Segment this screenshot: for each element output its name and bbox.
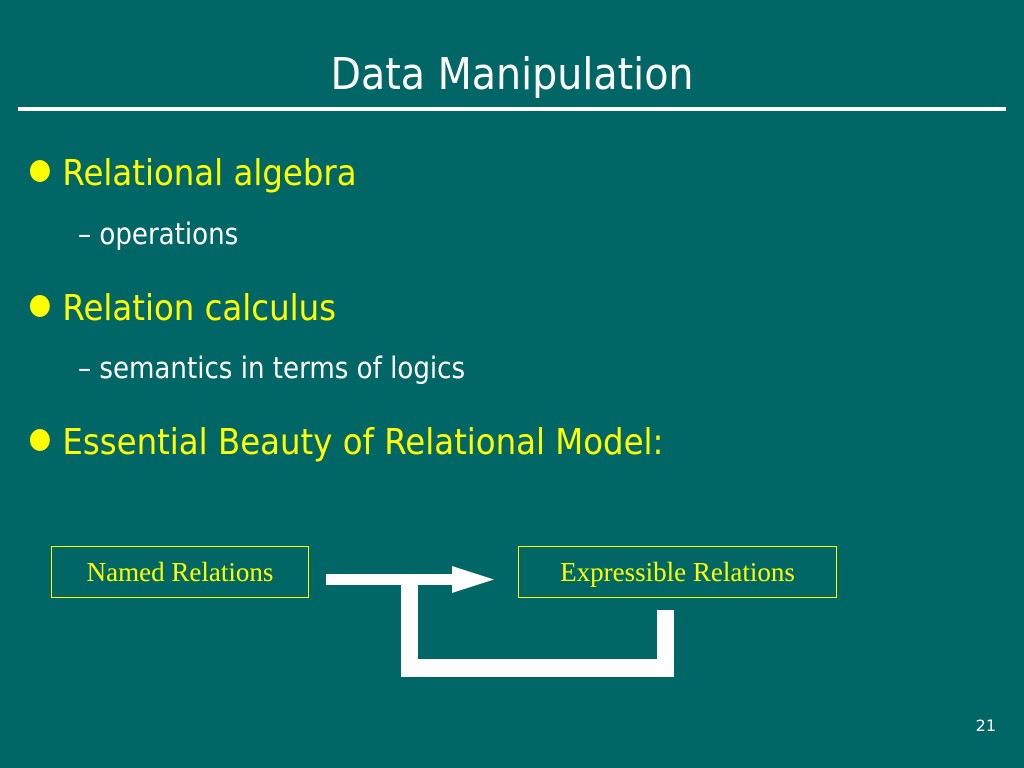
arrow-shaft	[326, 574, 454, 585]
bullet-item-relational-algebra: Relational algebra	[30, 152, 357, 196]
title-divider	[18, 107, 1006, 111]
bullet-item-relation-calculus: Relation calculus	[30, 287, 336, 331]
loop-bottom-segment	[401, 659, 674, 677]
sub-item-operations: – operations	[78, 217, 239, 251]
loop-right-segment	[657, 610, 674, 677]
arrow-head-icon	[452, 566, 494, 593]
bullet-text: Relational algebra	[62, 153, 357, 194]
expressible-relations-box: Expressible Relations	[518, 546, 837, 598]
bullet-dot-icon	[30, 429, 50, 451]
bullet-text: Essential Beauty of Relational Model:	[62, 422, 664, 463]
sub-item-semantics: – semantics in terms of logics	[78, 351, 466, 385]
bullet-dot-icon	[30, 295, 50, 317]
slide-title: Data Manipulation	[330, 49, 694, 100]
bullet-dot-icon	[30, 160, 50, 182]
loop-left-segment	[401, 580, 418, 677]
named-relations-box: Named Relations	[51, 546, 309, 598]
bullet-text: Relation calculus	[62, 288, 337, 329]
page-number: 21	[975, 716, 996, 735]
bullet-item-essential-beauty: Essential Beauty of Relational Model:	[30, 421, 663, 465]
